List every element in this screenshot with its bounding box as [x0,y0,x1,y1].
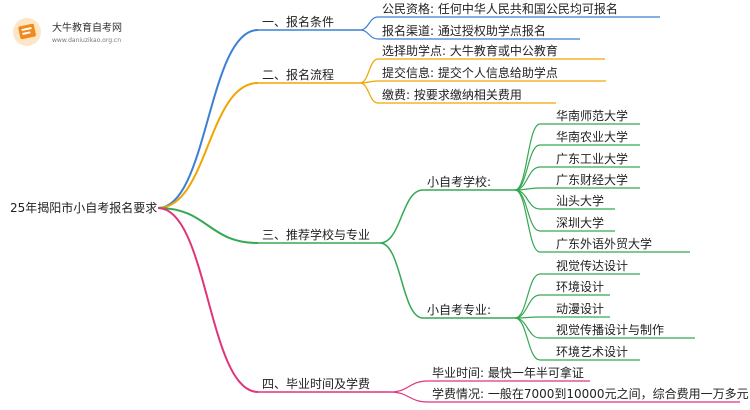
group-leaf-node-label: 华南师范大学 [556,108,628,123]
branch-label: 三、推荐学校与专业 [262,227,370,242]
logo-book-icon [13,18,41,46]
branch-edge [157,82,259,209]
group-leaf-node-label: 视觉传达设计 [556,258,628,273]
leaf-node-edge [389,380,429,393]
group-leaf-node-label: 视觉传播设计与制作 [556,322,664,337]
leaf-node-edge [359,29,379,40]
group-leaf-node-label: 汕头大学 [556,193,604,208]
leaf-node-edge [359,58,379,84]
branch-label: 四、毕业时间及学费 [262,376,370,391]
logo: 大牛教育自考网 www.daniuzikao.org.cn [13,18,122,46]
leaf-node-edge [389,391,429,403]
branch-edge [157,207,259,244]
group-edge [379,189,424,244]
group-leaf-node-label: 广东外语外贸大学 [556,236,652,251]
group-leaf-node-edge [514,317,541,361]
group-leaf-node-edge [514,189,541,232]
group-leaf-node-label: 广东财经大学 [556,172,628,187]
leaf-node-edge [359,16,379,31]
group-leaf-node-label: 环境艺术设计 [556,344,628,359]
leaf-node-label: 报名渠道: 通过授权助学点报名 [382,23,546,38]
group-edge [379,242,424,319]
leaf-node-label: 公民资格: 任何中华人民共和国公民均可报名 [382,1,618,16]
leaf-node-label: 毕业时间: 最快一年半可拿证 [432,365,584,380]
group-leaf-node-edge [514,123,541,191]
group-leaf-node-label: 广东工业大学 [556,151,628,166]
root-topic: 25年揭阳市小自考报名要求 [10,200,157,215]
group-leaf-node-label: 华南农业大学 [556,129,628,144]
group-leaf-node-label: 深圳大学 [556,215,604,230]
group-label: 小自考专业: [427,302,491,317]
branch-edge [157,29,259,209]
group-leaf-node-edge [514,189,541,253]
edges-layer [157,16,740,403]
group-label: 小自考学校: [427,174,491,189]
branch-edge [157,207,259,393]
group-leaf-node-edge [514,317,541,339]
leaf-node-label: 缴费: 按要求缴纳相关费用 [382,87,522,102]
leaf-node-label: 选择助学点: 大牛教育或中公教育 [382,43,558,58]
branch-label: 一、报名条件 [262,14,334,29]
branch-label: 二、报名流程 [262,67,334,82]
group-leaf-node-edge [514,273,541,319]
group-leaf-node-edge [514,144,541,191]
group-leaf-node-edge [514,294,541,319]
logo-title: 大牛教育自考网 [52,21,122,34]
group-leaf-node-label: 环境设计 [556,279,604,294]
leaf-node-label: 学费情况: 一般在7000到10000元之间，综合费用一万多元 [432,386,749,401]
leaf-node-label: 提交信息: 提交个人信息给助学点 [382,65,558,80]
group-leaf-node-label: 动漫设计 [556,302,604,316]
logo-url: www.daniuzikao.org.cn [52,37,121,44]
leaf-node-edge [359,82,379,104]
group-leaf-node-edge [514,166,541,191]
